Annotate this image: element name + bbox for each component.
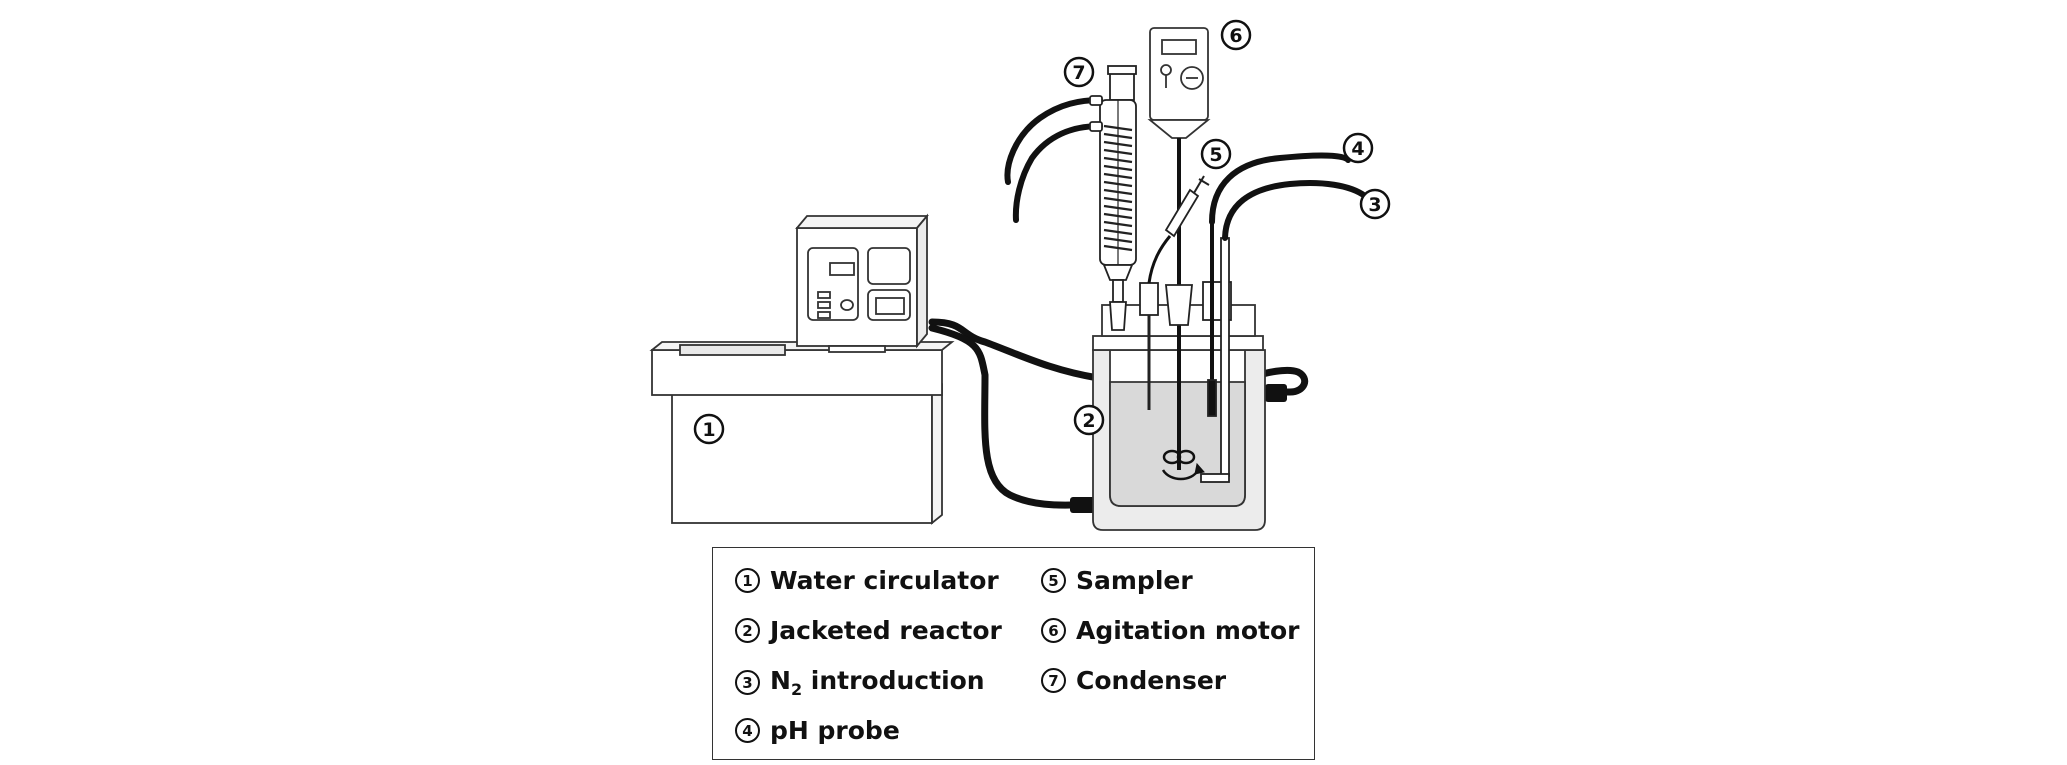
ph-probe-cable xyxy=(1209,152,1351,225)
condenser-adapter xyxy=(1112,279,1124,303)
callout-1-label: 1 xyxy=(702,419,715,441)
callout-4: 4 xyxy=(1342,132,1374,164)
circulator-body-side xyxy=(931,383,943,525)
legend-number: 2 xyxy=(735,618,760,643)
legend-item-2: 2 Jacketed reactor xyxy=(735,616,1002,645)
circulator-top xyxy=(651,349,943,396)
callout-4-label: 4 xyxy=(1351,138,1364,160)
circulator-body xyxy=(671,392,933,524)
n2-line xyxy=(1222,180,1368,241)
legend-label: Sampler xyxy=(1076,566,1193,595)
legend-label: N2 introduction xyxy=(770,666,985,699)
sampler xyxy=(1139,175,1210,410)
water-circulator xyxy=(649,213,955,525)
callout-1: 1 xyxy=(693,413,725,445)
callout-3-circle xyxy=(1359,188,1391,220)
legend-label: Water circulator xyxy=(770,566,999,595)
legend-label: Condenser xyxy=(1076,666,1227,695)
legend-label: pH probe xyxy=(770,716,900,745)
circulation-tube-return xyxy=(928,324,1079,509)
legend-item-1: 1 Water circulator xyxy=(735,566,999,595)
legend-label: Agitation motor xyxy=(1076,616,1300,645)
ph-probe-tip xyxy=(1207,379,1217,417)
legend-label: Jacketed reactor xyxy=(770,616,1002,645)
callout-5: 5 xyxy=(1200,138,1232,170)
legend-box: 1 Water circulator 2 Jacketed reactor 3 … xyxy=(712,547,1315,760)
callout-7: 7 xyxy=(1063,56,1095,88)
callout-2-circle xyxy=(1073,404,1105,436)
circulation-tube-outlet xyxy=(928,318,1102,382)
ph-probe-and-n2-inlet xyxy=(1200,222,1232,483)
callout-3-label: 3 xyxy=(1368,194,1381,216)
condenser-hose-out xyxy=(1012,123,1103,223)
circulation-tubes xyxy=(928,318,1309,509)
legend-number: 7 xyxy=(1041,668,1066,693)
shaft-bushing xyxy=(1165,284,1193,326)
callout-6-circle xyxy=(1220,19,1252,51)
legend-item-7: 7 Condenser xyxy=(1041,666,1226,695)
legend-item-6: 6 Agitation motor xyxy=(1041,616,1300,645)
sampler-port xyxy=(1139,282,1159,316)
probe-cables xyxy=(1209,152,1368,241)
legend-number: 1 xyxy=(735,568,760,593)
n2-tube xyxy=(1220,237,1230,477)
legend-item-5: 5 Sampler xyxy=(1041,566,1193,595)
stirrer-shaft xyxy=(1161,138,1205,481)
n2-tube-tip xyxy=(1200,473,1230,483)
syringe-barrel xyxy=(1164,188,1200,238)
callout-7-label: 7 xyxy=(1072,62,1085,84)
legend-number: 4 xyxy=(735,718,760,743)
callout-5-circle xyxy=(1200,138,1232,170)
callout-5-label: 5 xyxy=(1209,144,1222,166)
callout-6: 6 xyxy=(1220,19,1252,51)
legend-number: 3 xyxy=(735,670,760,695)
callout-4-circle xyxy=(1342,132,1374,164)
sampler-line xyxy=(1147,235,1172,284)
callout-3: 3 xyxy=(1359,188,1391,220)
callout-2-label: 2 xyxy=(1082,410,1095,432)
condenser-water-hoses xyxy=(1004,97,1103,223)
tube-fittings xyxy=(1070,384,1287,513)
callout-7-circle xyxy=(1063,56,1095,88)
condenser-hose-in xyxy=(1004,97,1103,185)
legend-number: 6 xyxy=(1041,618,1066,643)
impeller-blade xyxy=(1162,449,1182,465)
legend-item-3: 3 N2 introduction xyxy=(735,666,985,699)
condenser-nozzles xyxy=(1089,95,1103,132)
condenser xyxy=(1099,65,1137,331)
callout-6-label: 6 xyxy=(1229,25,1242,47)
agitation-motor xyxy=(1147,27,1211,139)
callout-1-circle xyxy=(693,413,725,445)
legend-number: 5 xyxy=(1041,568,1066,593)
callout-2: 2 xyxy=(1073,404,1105,436)
jacket-outlet-tube xyxy=(1248,366,1309,396)
legend-item-4: 4 pH probe xyxy=(735,716,900,745)
